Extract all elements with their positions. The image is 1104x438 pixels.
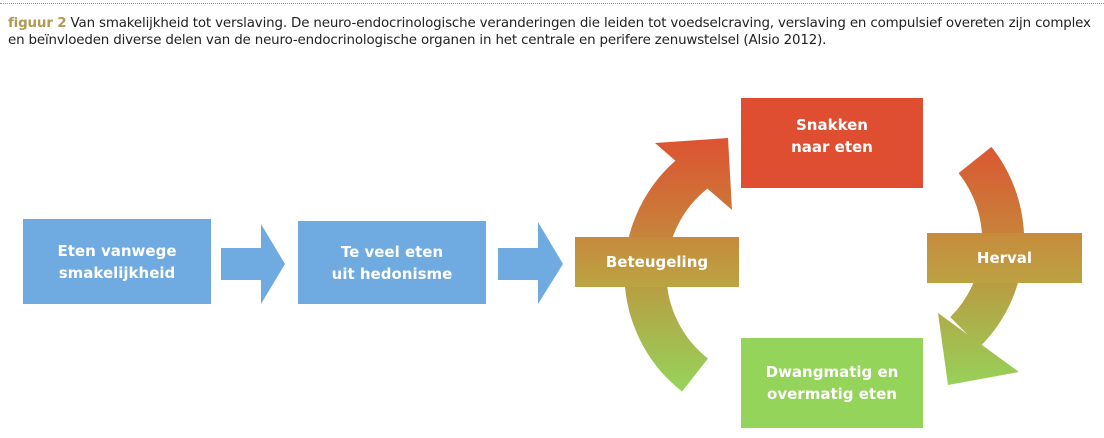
cycle-arrowhead-right — [938, 313, 1019, 385]
caption-text: Van smakelijkheid tot verslaving. De neu… — [8, 16, 1091, 48]
top-line2: naar eten — [791, 138, 873, 156]
step-te-veel-eten: Te veel eten uit hedonisme — [298, 221, 486, 304]
cycle-snakken-naar-eten: Snakken naar eten — [741, 98, 923, 188]
cycle-dwangmatig-eten: Dwangmatig en overmatig eten — [741, 338, 923, 428]
step1-line2: smakelijkheid — [58, 263, 176, 282]
bottom-line1: Dwangmatig en — [765, 363, 899, 381]
flow-arrow-2 — [498, 222, 563, 304]
figure-caption: figuur 2 Van smakelijkheid tot verslavin… — [8, 15, 1104, 49]
flow-arrow-1 — [221, 224, 285, 304]
cycle-arrowhead-left — [655, 138, 732, 210]
bottom-line2: overmatig eten — [767, 385, 897, 403]
left-label: Beteugeling — [605, 253, 709, 271]
step1-line1: Eten vanwege — [57, 241, 177, 260]
cycle-beteugeling: Beteugeling — [575, 237, 739, 287]
cycle-herval: Herval — [927, 233, 1082, 283]
figure-label: figuur 2 — [8, 16, 67, 31]
step2-line1: Te veel eten — [340, 242, 444, 261]
step2-line2: uit hedonisme — [331, 264, 453, 283]
dotted-divider — [0, 3, 1104, 4]
right-label: Herval — [976, 249, 1033, 267]
step-eten-vanwege-smakelijkheid: Eten vanwege smakelijkheid — [23, 219, 211, 304]
top-line1: Snakken — [795, 116, 868, 134]
